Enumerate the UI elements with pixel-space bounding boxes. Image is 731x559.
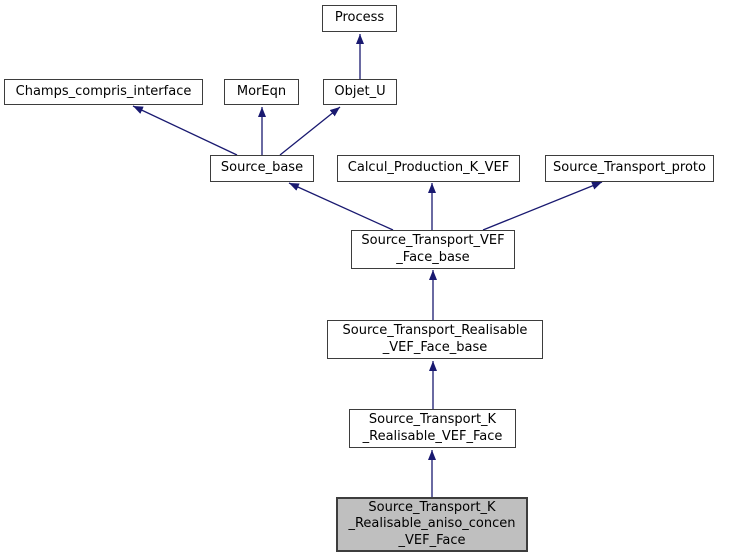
node-process[interactable]: Process bbox=[322, 5, 397, 32]
node-source-transport-vef-face-base[interactable]: Source_Transport_VEF _Face_base bbox=[351, 230, 515, 269]
node-source-transport-realisable-vef-face-base[interactable]: Source_Transport_Realisable _VEF_Face_ba… bbox=[327, 320, 543, 359]
node-moreqn[interactable]: MorEqn bbox=[224, 79, 299, 105]
node-label: Champs_compris_interface bbox=[15, 83, 192, 99]
node-champs-compris-interface[interactable]: Champs_compris_interface bbox=[4, 79, 203, 105]
edge-source_transport_vef_face_base-to-source_transport_proto bbox=[482, 181, 603, 231]
edge-source_base-to-champs_compris_interface bbox=[132, 105, 238, 156]
node-label: Calcul_Production_K_VEF bbox=[347, 160, 510, 176]
node-label: Source_Transport_K _Realisable_aniso_con… bbox=[348, 499, 516, 548]
node-label: Process bbox=[334, 10, 385, 26]
node-label: Source_Transport_proto bbox=[553, 160, 706, 176]
edge-source_base-to-objet_u bbox=[279, 106, 341, 156]
node-label: MorEqn bbox=[236, 83, 287, 99]
node-objet-u[interactable]: Objet_U bbox=[323, 79, 397, 105]
edge-source_transport_vef_face_base-to-source_base bbox=[288, 182, 394, 231]
node-label: Objet_U bbox=[334, 83, 386, 99]
node-label: Source_Transport_VEF _Face_base bbox=[361, 233, 505, 265]
node-source-transport-k-realisable-vef-face[interactable]: Source_Transport_K _Realisable_VEF_Face bbox=[349, 409, 516, 448]
node-label: Source_Transport_K _Realisable_VEF_Face bbox=[362, 412, 503, 444]
node-calcul-production-k-vef[interactable]: Calcul_Production_K_VEF bbox=[337, 155, 520, 182]
node-source-base[interactable]: Source_base bbox=[210, 155, 314, 182]
node-label: Source_base bbox=[220, 160, 304, 176]
node-source-transport-k-realisable-aniso-concen-vef-face: Source_Transport_K _Realisable_aniso_con… bbox=[336, 497, 528, 552]
node-source-transport-proto[interactable]: Source_Transport_proto bbox=[545, 155, 714, 182]
node-label: Source_Transport_Realisable _VEF_Face_ba… bbox=[342, 323, 528, 355]
